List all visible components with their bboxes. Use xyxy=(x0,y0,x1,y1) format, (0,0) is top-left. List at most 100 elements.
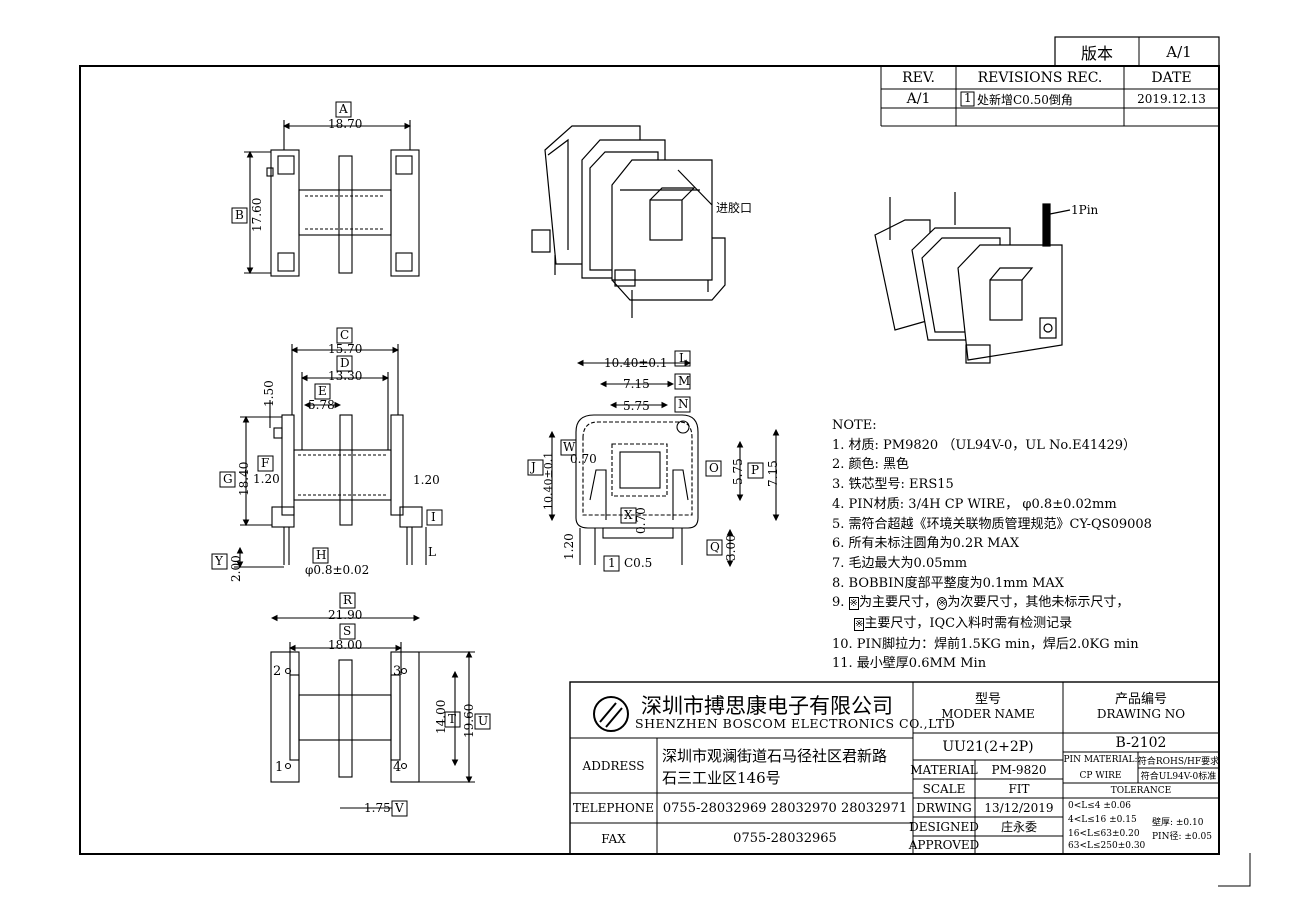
section-view xyxy=(548,359,780,568)
dim-B: 17.60 xyxy=(250,197,264,232)
note-10: 10. PIN脚拉力：焊前1.5KG min，焊后2.0KG min xyxy=(832,636,1139,652)
note-4: 4. PIN材质: 3/4H CP WIRE， φ0.8±0.02mm xyxy=(832,496,1117,512)
pin-material-label: PIN MATERIAL: xyxy=(1063,755,1138,765)
note-3: 3. 铁芯型号: ERS15 xyxy=(832,477,954,493)
scale-label: SCALE xyxy=(922,781,966,796)
tag-Q: Q xyxy=(710,540,720,554)
note-9-end: 为次要尺寸，其他未标示尺寸， xyxy=(947,595,1130,611)
note-7: 7. 毛边最大为0.05mm xyxy=(832,555,968,571)
tag-R: R xyxy=(343,593,353,607)
fax-value: 0755-28032965 xyxy=(733,831,837,846)
tag-N: N xyxy=(678,397,689,411)
iso-view-1 xyxy=(531,125,726,318)
fax-label: FAX xyxy=(601,831,626,846)
notes-title: NOTE: xyxy=(832,418,877,433)
model-label-cn: 型号 xyxy=(974,691,1001,707)
tolerance-row-1: 0<L≤4 ±0.06 xyxy=(1068,801,1131,811)
note-11: 11. 最小壁厚0.6MM Min xyxy=(832,656,987,672)
tag-W: W xyxy=(563,440,576,454)
drawing-number: B-2102 xyxy=(1115,734,1167,751)
tag-M: M xyxy=(678,374,691,388)
address-line2: 石三工业区146号 xyxy=(662,769,781,787)
drawing-date-value: 13/12/2019 xyxy=(984,800,1054,815)
notes-block: NOTE: 1. 材质: PM9820 （UL94V-0，UL No.E4142… xyxy=(832,416,1152,674)
tag-F: F xyxy=(261,456,270,470)
drawing-label-cn: 产品编号 xyxy=(1114,691,1167,707)
tolerance-row-4: 63<L≤250±0.30 xyxy=(1068,841,1146,851)
dim-P: 7.15 xyxy=(766,460,780,487)
dim-120-section: 1.20 xyxy=(562,533,576,560)
revisions-table-lines xyxy=(880,66,1219,127)
dim-S: 18.00 xyxy=(328,638,363,652)
rev-row-rev: A/1 xyxy=(906,90,931,107)
note-9-prefix: 9. xyxy=(832,595,849,611)
note-9-line2: ※主要尺寸，IQC入料时需有检测记录 xyxy=(832,614,1152,635)
note-1: 1. 材质: PM9820 （UL94V-0，UL No.E41429） xyxy=(832,437,1136,453)
chamfer-mark: 1 xyxy=(608,556,616,570)
tag-B: B xyxy=(235,208,244,222)
tag-boxes xyxy=(211,91,975,817)
designed-value: 庄永委 xyxy=(1000,820,1037,834)
pin-dia-tolerance: PIN径: ±0.05 xyxy=(1152,832,1212,842)
tag-D: D xyxy=(340,356,350,370)
rev-header: REV. xyxy=(902,69,935,86)
tolerance-row-3: 16<L≤63±0.20 xyxy=(1068,829,1140,839)
title-block-lines xyxy=(569,681,1220,855)
pin-material-value: CP WIRE xyxy=(1079,770,1122,781)
dim-070-b: 0.70 xyxy=(634,507,648,534)
corner-mark xyxy=(1218,853,1251,887)
pin-3: 3 xyxy=(393,664,402,679)
approved-label: APPROVED xyxy=(908,838,980,852)
pin1-label: 1Pin xyxy=(1071,203,1099,217)
tolerance-row-2: 4<L≤16 ±0.15 xyxy=(1068,815,1137,825)
dim-D: 13.30 xyxy=(328,369,363,383)
note-6: 6. 所有未标注圆角为0.2R MAX xyxy=(832,536,1020,552)
date-header: DATE xyxy=(1151,69,1192,86)
tag-L-section: L xyxy=(679,351,687,365)
main-dim-icon: ※ xyxy=(848,597,859,611)
main-dim-icon-2: ※ xyxy=(854,618,865,632)
dim-R: 21.90 xyxy=(328,608,363,622)
note-5: 5. 需符合超越《环境关联物质管理规范》CY-QS09008 xyxy=(832,516,1152,532)
tolerance-label: TOLERANCE xyxy=(1110,785,1172,796)
tag-S: S xyxy=(343,624,352,638)
pin-4: 4 xyxy=(393,760,402,775)
telephone-value: 0755-28032969 28032970 28032971 xyxy=(662,800,908,816)
note-9: 9. ※为主要尺寸，※为次要尺寸，其他未标示尺寸， xyxy=(832,593,1152,614)
dim-150: 1.50 xyxy=(262,380,276,407)
note-9-line2-text: 主要尺寸，IQC入料时需有检测记录 xyxy=(864,616,1073,632)
material-label: MATERIAL xyxy=(910,762,978,777)
note-8: 8. BOBBIN度部平整度为0.1mm MAX xyxy=(832,575,1065,591)
bottom-view xyxy=(270,614,475,809)
front-view xyxy=(234,344,427,569)
dim-G: 18.40 xyxy=(237,461,251,496)
dim-A: 18.70 xyxy=(328,117,363,131)
rohs-compliance: 符合ROHS/HF要求 xyxy=(1137,756,1220,767)
dim-C: 15.70 xyxy=(328,342,363,356)
note-2: 2. 颜色: 黑色 xyxy=(832,457,910,473)
tag-G: G xyxy=(223,472,233,486)
company-name-cn: 深圳市搏思康电子有限公司 xyxy=(641,694,893,718)
secondary-dim-icon: ※ xyxy=(936,597,948,611)
tag-P: P xyxy=(751,463,760,477)
tag-X: X xyxy=(624,508,633,522)
iso-view-2 xyxy=(874,192,1071,364)
approved-value xyxy=(975,836,1063,854)
dim-L-section: 10.40±0.1 xyxy=(604,356,668,370)
tag-J: J xyxy=(531,460,536,474)
drawing-date-label: DRWING xyxy=(916,800,972,815)
pin-diameter: φ0.8±0.02 xyxy=(305,563,370,577)
wall-tolerance: 壁厚: ±0.10 xyxy=(1152,818,1204,828)
model-value: UU21(2+2P) xyxy=(942,738,1034,755)
tag-A: A xyxy=(339,102,348,116)
tag-I: I xyxy=(431,510,436,524)
tag-V: V xyxy=(395,801,404,815)
rev-row-date: 2019.12.13 xyxy=(1137,91,1206,106)
dim-070-a: 0.70 xyxy=(570,452,597,466)
version-value: A/1 xyxy=(1166,42,1192,61)
rev-row-mark: 1 xyxy=(964,91,972,105)
dim-120-right: 1.20 xyxy=(413,473,440,487)
tag-U: U xyxy=(478,714,489,728)
dim-V: 1.75 xyxy=(364,801,391,815)
